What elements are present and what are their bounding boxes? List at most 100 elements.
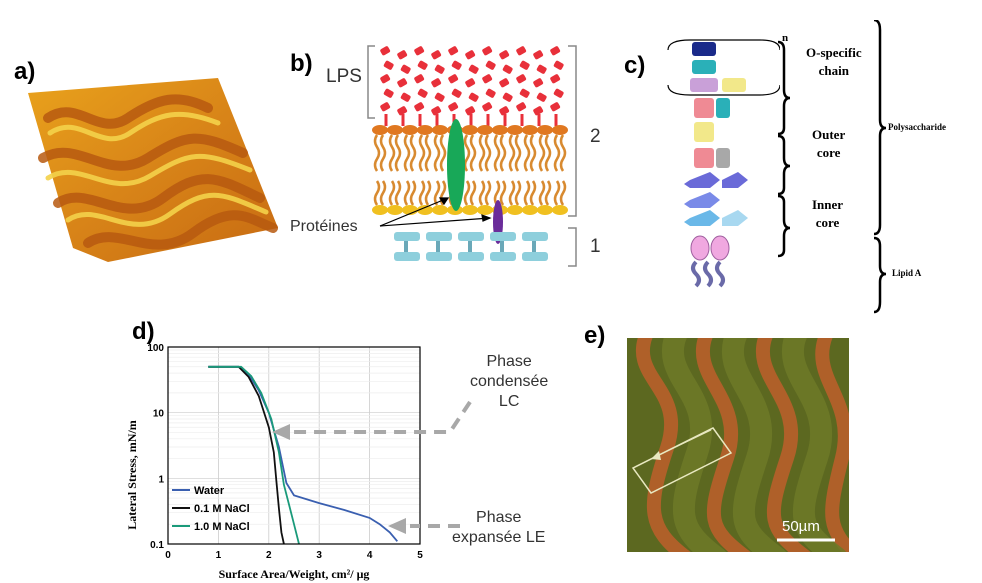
- lps-molecule: [499, 50, 513, 126]
- membrane-diagram: [367, 45, 577, 267]
- hexose-4: [684, 210, 720, 226]
- lps-structure-diagram: [667, 39, 780, 288]
- lipid-tails: [373, 134, 567, 206]
- lps-molecule: [397, 50, 411, 126]
- lps-molecule: [448, 46, 462, 126]
- polysaccharide-label: Polysaccharide: [888, 122, 946, 132]
- series-line-0-1-m-nacl: [208, 365, 285, 545]
- lps-molecule: [465, 50, 479, 126]
- head-group-inner: [552, 205, 568, 215]
- head-group-inner: [537, 205, 553, 215]
- num-1-label: 1: [590, 236, 601, 257]
- num-2-label: 2: [590, 126, 601, 147]
- legend-label: Water: [194, 485, 225, 497]
- hexose-5: [722, 210, 748, 226]
- x-tick-label: 4: [367, 550, 373, 561]
- pg-block: [490, 232, 516, 241]
- legend-label: 0.1 M NaCl: [194, 503, 250, 515]
- head-group-inner: [387, 205, 403, 215]
- green-protein: [447, 119, 465, 211]
- hexose-3: [684, 192, 720, 208]
- y-tick-label: 1: [158, 474, 164, 485]
- head-group: [507, 125, 523, 135]
- head-group: [537, 125, 553, 135]
- lps-molecule: [516, 46, 530, 126]
- chart-ticks: 0 1 2 3 4 5 0.1 1 10 100: [147, 343, 423, 561]
- lipid-a-tail-1: [691, 260, 701, 288]
- x-tick-label: 2: [266, 550, 272, 561]
- head-group-inner: [522, 205, 538, 215]
- head-group-inner: [477, 205, 493, 215]
- head-group: [432, 125, 448, 135]
- hexose-1: [684, 172, 720, 188]
- sugar-yellow-2: [694, 122, 714, 142]
- inner-heads: [372, 205, 568, 215]
- x-tick-label: 3: [316, 550, 322, 561]
- head-group: [402, 125, 418, 135]
- phase-arrows: [272, 400, 472, 534]
- panel-b-label: b): [290, 50, 313, 77]
- microscopy-image: [627, 338, 849, 552]
- sugar-grey: [716, 148, 730, 168]
- hexose-2: [722, 172, 748, 188]
- sugar-pink: [694, 98, 714, 118]
- panel-c-label: c): [624, 52, 646, 79]
- panel-d-label: d): [132, 318, 155, 345]
- pg-block: [394, 232, 420, 241]
- head-group: [522, 125, 538, 135]
- scale-bar-label: 50µm: [782, 518, 820, 535]
- pg-block: [394, 252, 420, 261]
- x-axis-label: Surface Area/Weight, cm²/ μg: [219, 567, 370, 581]
- sugar-lilac: [690, 78, 718, 92]
- head-group-inner: [507, 205, 523, 215]
- lps-chains: [380, 46, 564, 126]
- lps-heads: [372, 125, 568, 135]
- lps-molecule: [414, 46, 428, 126]
- peptidoglycan-layer: [394, 232, 548, 261]
- pg-block: [522, 252, 548, 261]
- sugar-yellow: [722, 78, 746, 92]
- sugar-teal: [692, 60, 716, 74]
- x-tick-label: 1: [216, 550, 222, 561]
- structure-braces: [777, 20, 887, 314]
- pg-block: [458, 252, 484, 261]
- sugar-pink-2: [694, 148, 714, 168]
- panel-e-label: e): [584, 322, 606, 349]
- lps-molecule: [533, 50, 547, 126]
- lps-bracket: [367, 45, 375, 119]
- afm-3d-topography-image: [28, 78, 278, 262]
- selection-rectangle: [631, 427, 733, 494]
- lipid-a-label: Lipid A: [892, 268, 922, 278]
- pg-block: [522, 232, 548, 241]
- lipid-a-tail-2: [703, 260, 713, 288]
- proteins-label: Protéines: [290, 218, 358, 235]
- lps-molecule: [380, 46, 394, 126]
- lps-molecule: [550, 46, 564, 126]
- head-group: [477, 125, 493, 135]
- pg-block: [490, 252, 516, 261]
- series-line-water: [208, 365, 398, 542]
- head-group: [462, 125, 478, 135]
- x-tick-label: 5: [417, 550, 423, 561]
- y-axis-label: Lateral Stress, mN/m: [125, 420, 139, 529]
- x-tick-label: 0: [165, 550, 171, 561]
- y-tick-label: 10: [153, 409, 165, 420]
- bracket-2: [568, 45, 577, 217]
- series-line-1-0-m-nacl: [208, 365, 300, 545]
- head-group-inner: [417, 205, 433, 215]
- sugar-teal-2: [716, 98, 730, 118]
- head-group-inner: [372, 205, 388, 215]
- y-tick-label: 0.1: [150, 540, 164, 551]
- pg-block: [458, 232, 484, 241]
- lipid-a-head-2: [710, 235, 730, 261]
- head-group-inner: [432, 205, 448, 215]
- head-group: [387, 125, 403, 135]
- y-tick-label: 100: [147, 343, 164, 354]
- panel-a-label: a): [14, 58, 36, 85]
- n-label: n: [782, 32, 789, 44]
